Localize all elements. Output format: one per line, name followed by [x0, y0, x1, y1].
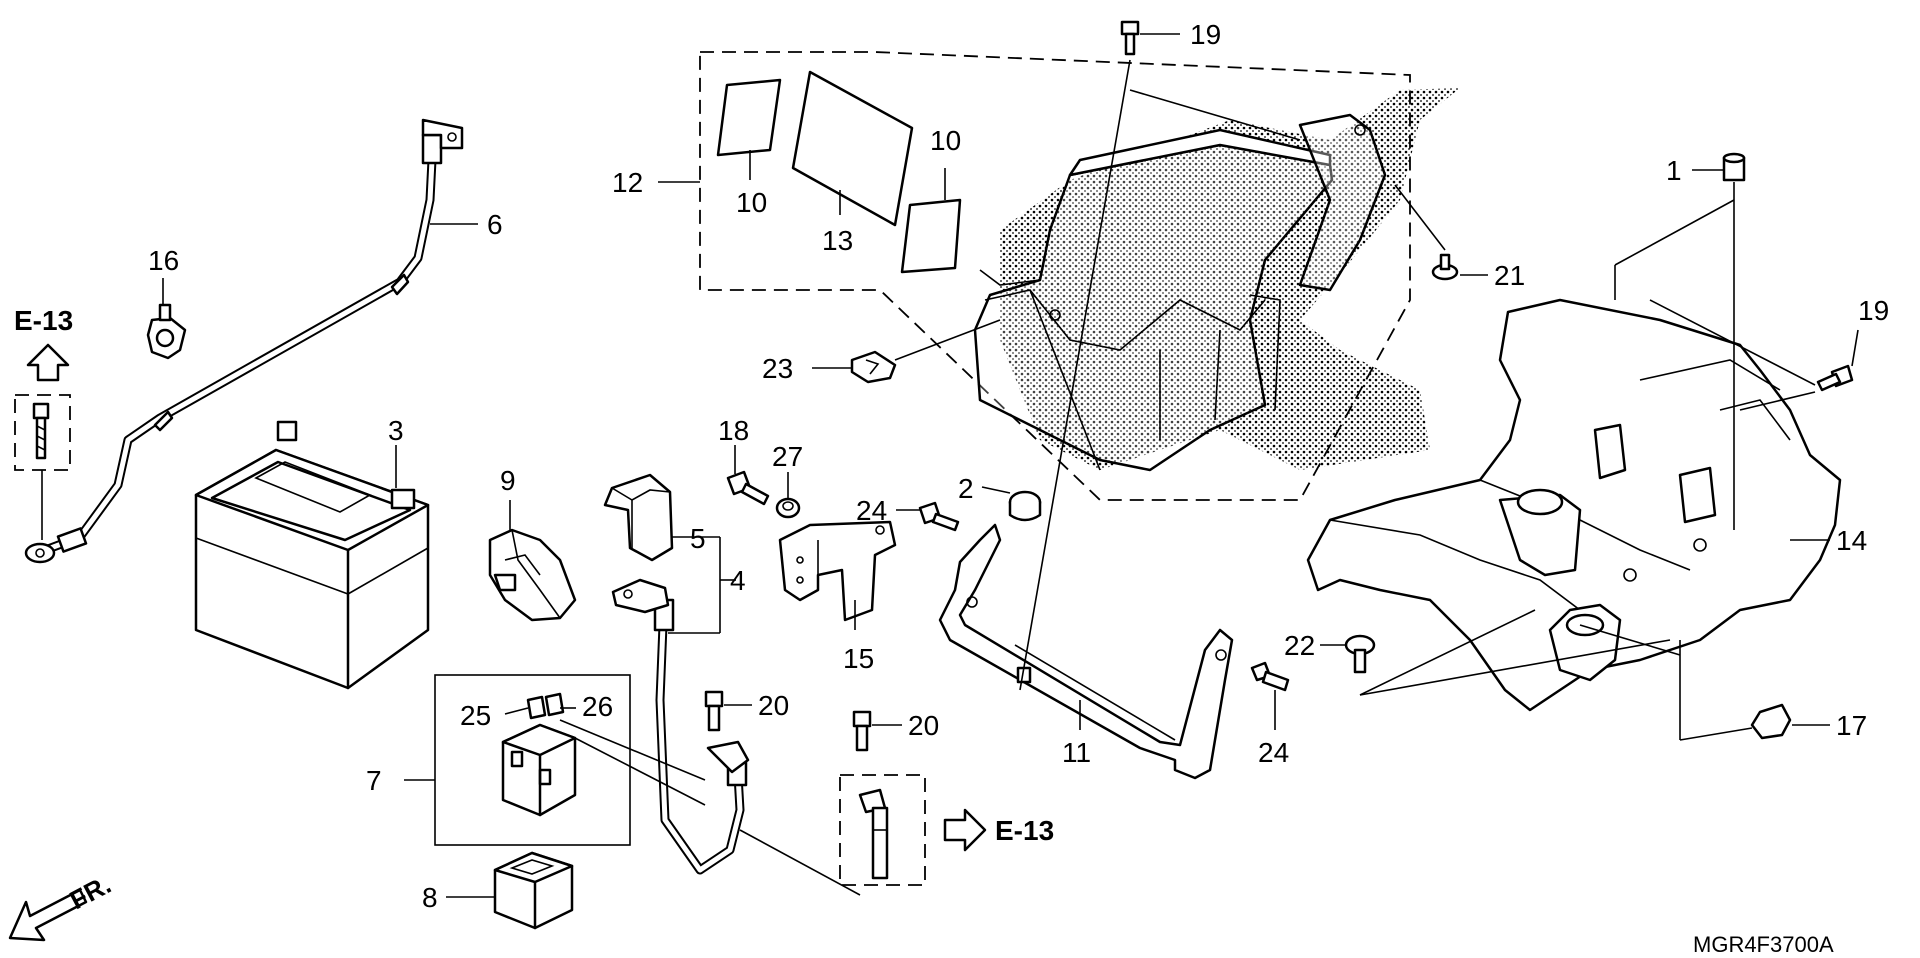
bolt-21: [1431, 253, 1459, 281]
undercover-14: [1306, 298, 1842, 712]
callout-24: 24: [856, 495, 887, 526]
callout-24: 24: [1258, 737, 1289, 768]
bolt-19-right: [1816, 364, 1854, 392]
callout-6: 6: [487, 209, 503, 240]
label-10-b: [900, 198, 962, 274]
callout-4: 4: [730, 565, 746, 596]
up-arrow-icon: [26, 343, 70, 382]
callout-13: 13: [822, 225, 853, 256]
bolt-20-left: [704, 690, 724, 732]
callout-22: 22: [1284, 630, 1315, 661]
callout-9: 9: [500, 465, 516, 496]
callout-8: 8: [422, 882, 438, 913]
callout-10: 10: [930, 125, 961, 156]
battery-box-12: [973, 88, 1460, 472]
cable-end-box: [839, 774, 926, 886]
callout-11: 11: [1062, 737, 1091, 768]
callout-3: 3: [388, 415, 404, 446]
relay-box-7: [434, 674, 631, 846]
clamp-16: [146, 303, 187, 360]
label-10-a: [716, 78, 782, 157]
relay-8: [493, 851, 574, 930]
fuses-25-26: [526, 692, 565, 720]
callout-10: 10: [736, 187, 767, 218]
callout-26: 26: [582, 691, 613, 722]
callout-1: 1: [1666, 155, 1682, 186]
callout-18: 18: [718, 415, 749, 446]
terminal-cover-5: [603, 473, 674, 562]
bracket-11: [938, 523, 1234, 780]
cable-end: [858, 788, 889, 880]
battery-cable-6: [24, 118, 464, 564]
grommet-2: [1008, 490, 1042, 522]
callout-7: 7: [366, 765, 382, 796]
callout-17: 17: [1836, 710, 1867, 741]
callout-2: 2: [958, 473, 974, 504]
bolt-24-lower: [1250, 661, 1290, 692]
starter-cable-4: [611, 578, 750, 875]
right-arrow-icon: [943, 808, 987, 852]
callout-20: 20: [758, 690, 789, 721]
terminal-cover-9: [488, 528, 577, 622]
callout-19: 19: [1858, 295, 1889, 326]
bolt-22: [1344, 634, 1376, 674]
callout-16: 16: [148, 245, 179, 276]
bolt-19-top: [1120, 20, 1140, 56]
ref-e13-right: E-13: [995, 815, 1054, 846]
callout-19: 19: [1190, 19, 1221, 50]
callout-12: 12: [612, 167, 643, 198]
bracket-15: [778, 520, 897, 622]
callout-25: 25: [460, 700, 491, 731]
callout-14: 14: [1836, 525, 1867, 556]
bolt-24-upper: [918, 501, 960, 532]
front-arrow-icon: [8, 888, 88, 942]
callout-5: 5: [690, 523, 706, 554]
callout-27: 27: [772, 441, 803, 472]
callout-23: 23: [762, 353, 793, 384]
grommet-17: [1750, 703, 1792, 740]
callout-21: 21: [1494, 260, 1525, 291]
callout-20: 20: [908, 710, 939, 741]
nut-27: [775, 497, 801, 519]
bolt-18: [726, 470, 770, 506]
relay-7: [501, 723, 577, 817]
bolt-20-right: [852, 710, 872, 752]
battery-3: [194, 420, 430, 690]
nut-1: [1722, 152, 1746, 182]
clip-23: [850, 350, 897, 384]
drawing-code: MGR4F3700A: [1693, 932, 1834, 957]
ref-e13-left: E-13: [14, 305, 73, 336]
bolt-left: [32, 402, 50, 460]
callout-15: 15: [843, 643, 874, 674]
label-13: [791, 70, 914, 227]
